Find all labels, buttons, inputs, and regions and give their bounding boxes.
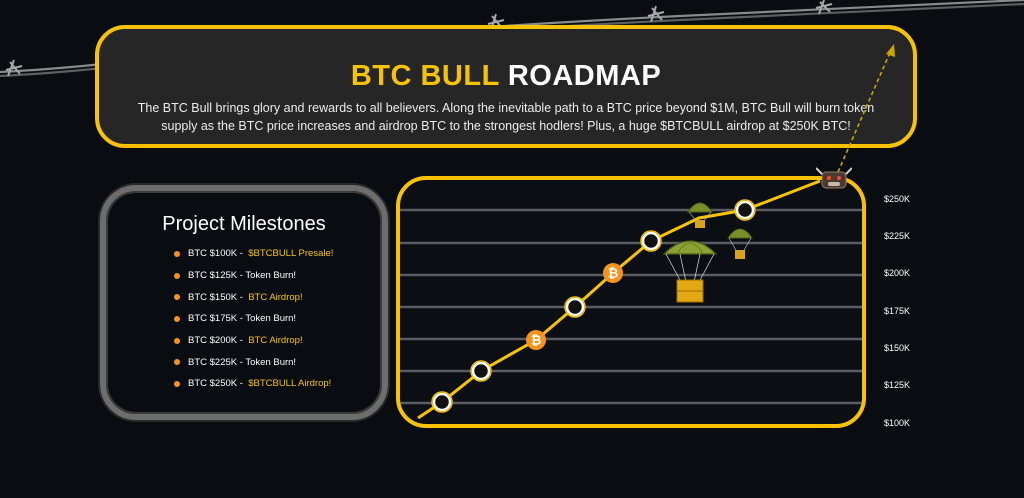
bullet-icon	[174, 337, 180, 344]
milestone-item: BTC $100K - $BTCBULL Presale!	[174, 243, 333, 265]
milestone-highlight: $BTCBULL Presale!	[248, 248, 334, 260]
milestone-node-icon	[640, 230, 662, 252]
milestone-label: BTC $150K -	[188, 291, 249, 303]
bullet-icon	[174, 380, 180, 387]
milestone-node-icon	[734, 199, 756, 221]
milestone-node-icon	[470, 360, 492, 382]
bullet-icon	[174, 359, 180, 366]
parachute-crate-icon	[727, 228, 753, 259]
roadmap-description: The BTC Bull brings glory and rewards to…	[137, 101, 875, 133]
y-tick-label: $175K	[884, 306, 911, 316]
milestone-node-icon	[564, 296, 586, 318]
svg-text:₿: ₿	[608, 267, 619, 282]
milestone-highlight: BTC Airdrop!	[248, 291, 303, 303]
milestone-highlight: BTC Airdrop!	[248, 335, 303, 347]
milestone-label: BTC $175K - Token Burn!	[188, 313, 297, 325]
y-tick-label: $100K	[884, 418, 911, 428]
milestone-item: BTC $225K - Token Burn!	[174, 351, 333, 373]
title-plain: ROADMAP	[507, 60, 662, 92]
roadmap-chart-svg: ₿ ₿	[400, 180, 862, 420]
bitcoin-coin-icon: ₿	[603, 263, 623, 283]
milestone-label: BTC $250K -	[188, 378, 249, 390]
milestone-item: BTC $200K - BTC Airdrop!	[174, 330, 333, 352]
roadmap-chart: ₿ ₿	[396, 176, 866, 428]
milestones-list: BTC $100K - $BTCBULL Presale! BTC $125K …	[174, 243, 333, 395]
milestone-label: BTC $100K -	[188, 248, 249, 260]
project-milestones-panel: Project Milestones BTC $100K - $BTCBULL …	[100, 185, 388, 420]
milestones-title: Project Milestones	[162, 213, 326, 235]
title-accent: BTC BULL	[350, 60, 500, 92]
bull-icon	[816, 167, 852, 189]
parachute-crate-icon	[662, 240, 718, 303]
milestone-label: BTC $200K -	[188, 335, 249, 347]
y-tick-label: $225K	[884, 231, 911, 241]
parachute-crate-icon	[687, 202, 713, 228]
bullet-icon	[174, 294, 180, 301]
bullet-icon	[174, 315, 180, 322]
milestone-label: BTC $225K - Token Burn!	[188, 356, 297, 368]
dashed-trend-arrow	[837, 44, 895, 173]
milestone-highlight: $BTCBULL Airdrop!	[248, 378, 332, 390]
bullet-icon	[174, 272, 180, 279]
milestone-item: BTC $125K - Token Burn!	[174, 265, 333, 287]
y-tick-label: $250K	[884, 194, 911, 204]
svg-text:₿: ₿	[531, 334, 542, 349]
bullet-icon	[174, 250, 180, 257]
milestone-item: BTC $175K - Token Burn!	[174, 308, 333, 330]
bitcoin-coin-icon: ₿	[526, 330, 546, 350]
milestone-item: BTC $250K - $BTCBULL Airdrop!	[174, 373, 333, 395]
roadmap-header-card: BTC BULL ROADMAP The BTC Bull brings glo…	[95, 25, 917, 148]
price-path	[417, 180, 821, 420]
milestone-node-icon	[431, 391, 453, 413]
page-title: BTC BULL ROADMAP	[99, 59, 913, 93]
milestone-label: BTC $125K - Token Burn!	[188, 270, 297, 282]
milestone-item: BTC $150K - BTC Airdrop!	[174, 286, 333, 308]
y-tick-label: $150K	[884, 343, 911, 353]
y-tick-label: $200K	[884, 268, 911, 278]
y-tick-label: $125K	[884, 380, 911, 390]
